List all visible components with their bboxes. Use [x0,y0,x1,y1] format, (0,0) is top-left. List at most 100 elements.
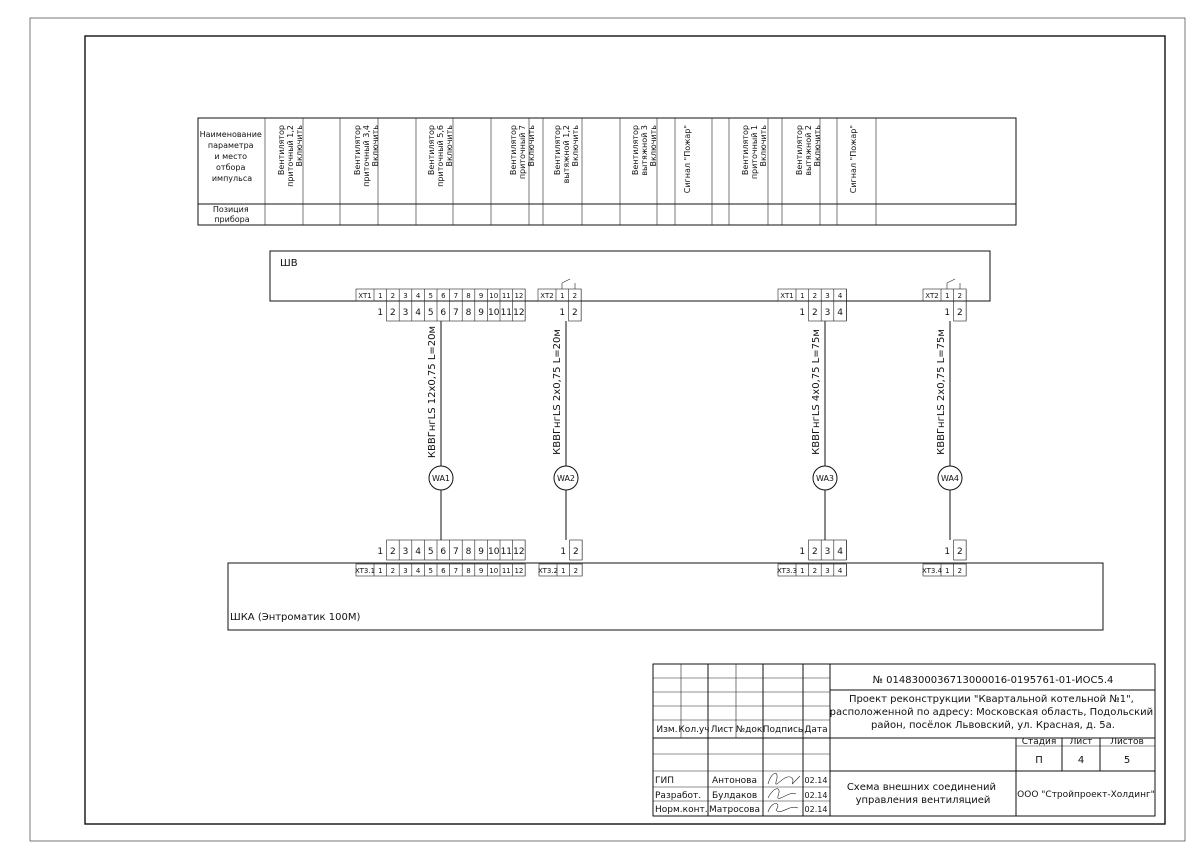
outer-border [29,17,1186,842]
svg-text:Дата: Дата [804,725,827,735]
terminal-number: 2 [573,292,577,300]
cabinet-shv-label: ШВ [280,258,298,269]
terminal-number: 7 [454,292,458,300]
svg-text:ГИП: ГИП [655,776,674,786]
terminal-number: 4 [416,292,421,300]
terminal-number: 2 [391,292,395,300]
terminal-id: XT1 [358,292,371,300]
wire-number: 1 [560,547,566,557]
svg-text:Норм.конт.: Норм.конт. [655,805,708,815]
sheet-title: Схема внешних соединений управления вент… [847,782,999,806]
wire-number: 11 [501,308,512,318]
param-label: Сигнал "Пожар" [683,125,692,193]
terminal-number: 5 [428,292,432,300]
cable-id: WA2 [557,474,575,483]
svg-text:Матросова: Матросова [709,805,760,815]
terminal-number: 1 [800,567,804,575]
wire-number: 2 [390,547,396,557]
project-description: Проект реконструкции "Квартальной котель… [830,694,1157,731]
terminal-id: XT3.3 [777,567,797,575]
param-label: Вентиляторвытяжной 2Включить [795,125,822,176]
wire-number: 4 [415,308,421,318]
signature-rows: ГИП Антонова 02.14 Разработ. Булдаков 02… [655,776,827,815]
sheets-label: Листов [1110,737,1144,747]
svg-text:Антонова: Антонова [712,776,757,786]
terminal-number: 8 [466,292,470,300]
cable-spec: КВВГнгLS 4x0,75 L=75м [811,329,822,455]
svg-text:№док: №док [736,725,763,735]
company-name: ООО "Стройпроект-Холдинг" [1017,790,1155,800]
terminal-number: 2 [391,567,395,575]
stage-label: Стадия [1022,737,1057,747]
terminal-id: XT1 [780,292,793,300]
param-label: Вентиляторприточный 1Включить [741,125,768,179]
cable-spec: КВВГнгLS 2x0,75 L=75м [936,329,947,455]
terminal-number: 7 [454,567,458,575]
handwritten-signatures [767,772,801,813]
svg-text:Разработ.: Разработ. [655,791,701,801]
wire-number: 2 [572,308,578,318]
terminal-number: 3 [825,567,829,575]
wire-number: 1 [799,547,805,557]
terminal-number: 3 [403,567,407,575]
terminal-number: 4 [838,567,843,575]
terminal-id: XT2 [540,292,553,300]
wire-number: 5 [428,308,434,318]
cabinet-shv [269,250,991,302]
cabinet-shka [227,562,1104,631]
wire-number: 8 [466,308,472,318]
terminal-number: 11 [502,292,511,300]
wire-number: 2 [957,547,963,557]
svg-text:Булдаков: Булдаков [712,791,757,801]
terminal-number: 3 [825,292,829,300]
terminal-number: 10 [489,567,498,575]
drawing-frame [84,35,1166,825]
wire-number: 3 [403,547,409,557]
param-label: Вентиляторприточный 3,4Включить [353,125,380,187]
svg-text:Изм.: Изм. [656,725,677,735]
svg-text:Подпись: Подпись [763,725,803,735]
document-number: № 0148300036713000016-0195761-01-ИОС5.4 [873,675,1114,686]
wire-number: 12 [513,308,524,318]
row-label-position: Позиция прибора [213,205,251,224]
cable-id: WA1 [432,474,450,483]
wire-number: 2 [573,547,579,557]
param-label: Вентиляторприточный 7Включить [509,125,536,179]
svg-text:Кол.уч: Кол.уч [678,725,709,735]
terminal-number: 1 [378,567,382,575]
wire-number: 1 [377,547,383,557]
wire-number: 12 [513,547,524,557]
terminal-number: 10 [489,292,498,300]
terminal-number: 6 [441,292,446,300]
wire-number: 2 [812,308,818,318]
revision-columns: Изм. Кол.уч Лист №док Подпись Дата [656,725,827,735]
sheet-value: 4 [1078,755,1084,766]
terminal-number: 1 [945,567,949,575]
param-label: Вентиляторвытяжной 3Включить [631,125,658,176]
contact-switch-icon [946,278,961,289]
wire-number: 2 [957,308,963,318]
wire-number: 5 [428,547,434,557]
stage-value: П [1035,755,1043,766]
terminal-number: 12 [514,567,523,575]
wire-number: 3 [403,308,409,318]
terminal-number: 4 [838,292,843,300]
param-label: Вентиляторприточный 1,2Включить [277,125,304,187]
terminal-number: 2 [574,567,578,575]
parameter-table: Наименование параметра и место отбора им… [197,117,1017,226]
wire-number: 1 [799,308,805,318]
svg-text:02.14: 02.14 [805,791,828,800]
terminal-number: 2 [813,292,817,300]
param-label: Сигнал "Пожар" [849,125,858,193]
svg-text:02.14: 02.14 [805,805,828,814]
wire-number: 2 [390,308,396,318]
